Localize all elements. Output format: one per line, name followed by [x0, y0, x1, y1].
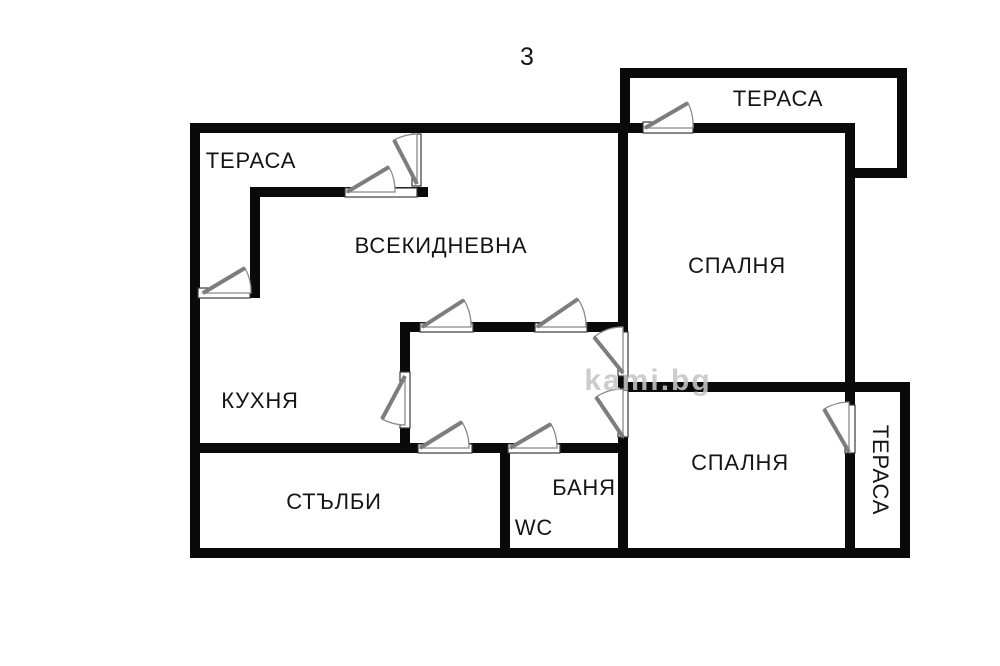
wall-terrace-tr-top [620, 68, 907, 78]
door-leaves-group [201, 101, 851, 454]
door-leaf-terrace-living-h [345, 165, 391, 194]
site-watermark: kami.bg [584, 364, 711, 397]
room-label-terrace-top-left: ТЕРАСА [206, 148, 296, 173]
wall-stairs-wc-divider [500, 443, 510, 558]
wall-terrace-tr-left [620, 68, 630, 133]
room-label-bedroom-2: СПАЛНЯ [691, 450, 789, 475]
wall-bedroom1-bottom [618, 382, 910, 392]
wall-bedroom-right [845, 123, 855, 558]
room-label-bathroom: БАНЯ [552, 475, 616, 500]
wall-terrace-tl-inner-v [250, 187, 260, 298]
wall-stairs-top [190, 443, 628, 453]
door-leaf-bedroom2-terrace [822, 407, 851, 454]
floor-number-label: 3 [520, 43, 534, 71]
door-leaf-corridor-bedroom1 [592, 335, 625, 375]
wall-top-main [190, 123, 853, 133]
room-label-terrace-top-right: ТЕРАСА [733, 86, 823, 111]
room-label-wc: WC [515, 515, 553, 540]
door-leaf-kitchen-corridor [380, 375, 407, 420]
wall-terrace-tr-stub [845, 168, 907, 178]
door-leaf-terrace-kitchen [201, 266, 247, 295]
door-leaf-corridor-bedroom2 [594, 395, 625, 439]
room-label-living-room: ВСЕКИДНЕВНА [355, 233, 528, 258]
room-label-kitchen: КУХНЯ [221, 388, 299, 413]
door-leaf-corridor-bath [508, 422, 553, 450]
door-leaf-living-corridor-1 [420, 298, 466, 329]
wall-terrace-br-right [900, 382, 910, 558]
door-leaf-terrace-living-v [392, 139, 419, 185]
walls-group [190, 68, 910, 558]
wall-left-outer [190, 123, 200, 558]
room-label-stairs: СТЪЛБИ [286, 489, 382, 514]
labels-group: 3 ТЕРАСА ТЕРАСА ВСЕКИДНЕВНА СПАЛНЯ КУХНЯ… [206, 43, 893, 540]
door-leaf-corridor-stairs [418, 420, 464, 450]
door-leaf-terrace-bedroom1 [643, 101, 690, 130]
room-label-terrace-right: ТЕРАСА [868, 425, 893, 515]
wall-corridor-top [400, 322, 628, 332]
wall-terrace-tr-right [897, 68, 907, 178]
room-label-bedroom-1: СПАЛНЯ [688, 253, 786, 278]
door-leaf-living-corridor-2 [535, 297, 580, 329]
wall-terrace-tl-inner-h [250, 187, 428, 197]
wall-bottom [190, 548, 910, 558]
